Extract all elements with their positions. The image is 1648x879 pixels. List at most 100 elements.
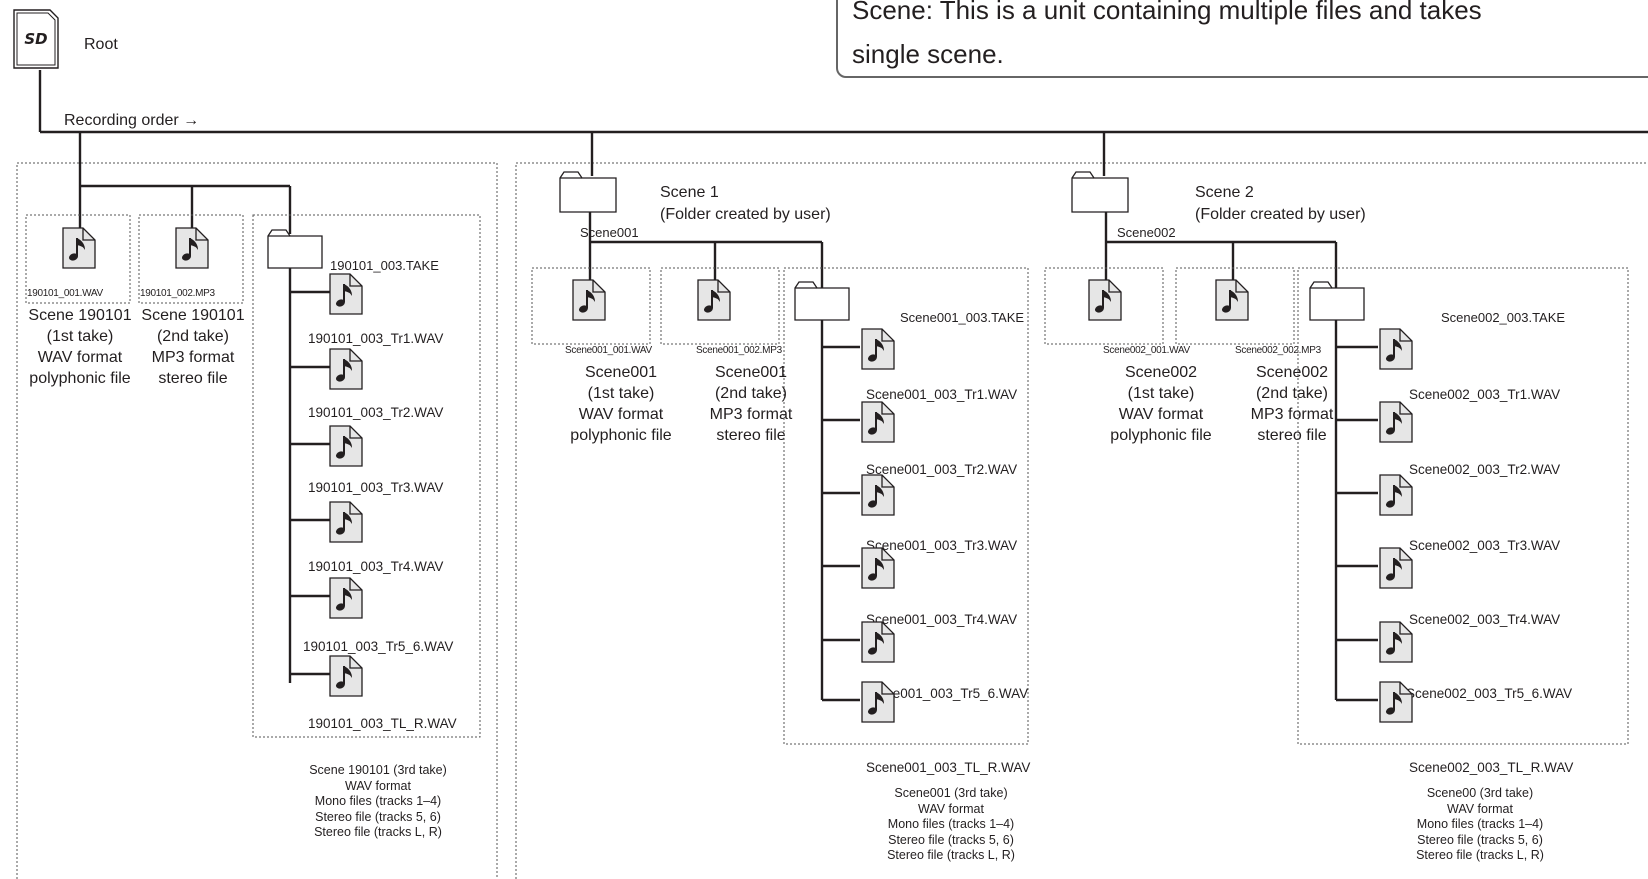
dotted-frame bbox=[515, 162, 1648, 879]
dotted-frame bbox=[25, 214, 131, 304]
track-file-name: Scene002_003_Tr4.WAV bbox=[1409, 612, 1561, 627]
desc-line: stereo file bbox=[158, 370, 228, 387]
dotted-frame bbox=[1175, 267, 1295, 345]
desc-line: MP3 format bbox=[709, 406, 793, 423]
file-name: Scene001_001.WAV bbox=[565, 345, 652, 356]
desc-line: Scene 190101 bbox=[28, 307, 132, 324]
dotted-frame bbox=[660, 267, 780, 345]
music-note-file-icon bbox=[1215, 279, 1249, 321]
folder-icon bbox=[267, 229, 323, 269]
track-file-name: Scene002_003_Tr2.WAV bbox=[1409, 462, 1561, 477]
track-file-name: Scene001_003_Tr1.WAV bbox=[866, 387, 1018, 402]
file-description: Scene002 (1st take) WAV format polyphoni… bbox=[1100, 362, 1222, 446]
music-note-file-icon bbox=[1379, 547, 1413, 589]
track-file-name: Scene002_003_Tr1.WAV bbox=[1409, 387, 1561, 402]
svg-text:SD: SD bbox=[24, 30, 47, 48]
desc-line: (1st take) bbox=[1127, 385, 1195, 402]
callout-line-1: Scene: This is a unit containing multipl… bbox=[852, 0, 1482, 25]
music-note-file-icon bbox=[329, 425, 363, 467]
desc-line: (1st take) bbox=[46, 328, 114, 345]
music-note-file-icon bbox=[697, 279, 731, 321]
folder-icon bbox=[559, 171, 617, 213]
file-name: 190101_002.MP3 bbox=[140, 288, 215, 299]
desc-line: (2nd take) bbox=[1255, 385, 1329, 402]
scene-callout-text: Scene: This is a unit containing multipl… bbox=[852, 0, 1642, 76]
desc-line: Stereo file (tracks 5, 6) bbox=[315, 809, 441, 824]
desc-line: Mono files (tracks 1–4) bbox=[1416, 817, 1544, 831]
take-description: Scene001 (3rd take) WAV format Mono file… bbox=[826, 786, 1076, 864]
music-note-file-icon bbox=[62, 227, 96, 269]
dotted-frame bbox=[1044, 267, 1164, 345]
take-folder-name: Scene002_003.TAKE bbox=[1441, 310, 1566, 325]
desc-line: WAV format bbox=[1118, 406, 1204, 423]
desc-line: stereo file bbox=[1257, 427, 1327, 444]
music-note-file-icon bbox=[329, 273, 363, 315]
desc-line: WAV format bbox=[1447, 801, 1513, 816]
desc-line: Stereo file (tracks 5, 6) bbox=[888, 832, 1014, 847]
desc-line: MP3 format bbox=[1250, 406, 1334, 423]
file-name: Scene002_001.WAV bbox=[1103, 345, 1190, 356]
file-name: 190101_001.WAV bbox=[27, 288, 103, 299]
scene-title: Scene 1 bbox=[660, 184, 719, 201]
desc-line: (1st take) bbox=[587, 385, 655, 402]
desc-line: WAV format bbox=[918, 801, 984, 816]
dotted-frame bbox=[531, 267, 651, 345]
desc-line: polyphonic file bbox=[570, 427, 672, 444]
scene-title: Scene 2 bbox=[1195, 184, 1254, 201]
desc-line: stereo file bbox=[716, 427, 786, 444]
file-name: Scene001_002.MP3 bbox=[696, 345, 782, 356]
music-note-file-icon bbox=[1379, 401, 1413, 443]
music-note-file-icon bbox=[329, 577, 363, 619]
desc-line: Stereo file (tracks 5, 6) bbox=[1417, 832, 1543, 847]
file-description: Scene001 (1st take) WAV format polyphoni… bbox=[560, 362, 682, 446]
folder-icon bbox=[794, 281, 850, 321]
music-note-file-icon bbox=[861, 621, 895, 663]
desc-line: Stereo file (tracks L, R) bbox=[887, 848, 1015, 862]
track-file-name: Scene001_003_Tr4.WAV bbox=[866, 612, 1018, 627]
track-file-name: Scene001_003_TL_R.WAV bbox=[866, 760, 1031, 775]
desc-line: Scene 190101 (3rd take) bbox=[309, 763, 447, 777]
take-folder-name: Scene001_003.TAKE bbox=[900, 310, 1025, 325]
folder-icon bbox=[1309, 281, 1365, 321]
desc-line: Scene001 bbox=[714, 364, 788, 381]
sd-card-icon: SD bbox=[13, 9, 59, 69]
scene-folder-name: Scene001 bbox=[580, 225, 639, 240]
music-note-file-icon bbox=[175, 227, 209, 269]
track-file-name: 190101_003_Tr4.WAV bbox=[308, 559, 444, 574]
desc-line: Scene002 bbox=[1255, 364, 1329, 381]
take-description: Scene00 (3rd take) WAV format Mono files… bbox=[1355, 786, 1605, 864]
dotted-frame bbox=[1297, 267, 1629, 745]
track-file-name: Scene002_003_Tr5_6.WAV bbox=[1406, 686, 1573, 701]
desc-line: (2nd take) bbox=[156, 328, 230, 345]
callout-line-2: single scene. bbox=[852, 39, 1004, 69]
desc-line: WAV format bbox=[37, 349, 123, 366]
track-file-name: 190101_003_TL_R.WAV bbox=[308, 716, 457, 731]
desc-line: Scene 190101 bbox=[141, 307, 245, 324]
file-name: Scene002_002.MP3 bbox=[1235, 345, 1321, 356]
take-folder-name: 190101_003.TAKE bbox=[330, 258, 439, 273]
track-file-name: 190101_003_Tr1.WAV bbox=[308, 331, 444, 346]
music-note-file-icon bbox=[1379, 474, 1413, 516]
track-file-name: Scene002_003_TL_R.WAV bbox=[1409, 760, 1574, 775]
desc-line: WAV format bbox=[578, 406, 664, 423]
track-file-name: 190101_003_Tr2.WAV bbox=[308, 405, 444, 420]
desc-line: Stereo file (tracks L, R) bbox=[314, 825, 442, 839]
track-file-name: Scene002_003_Tr3.WAV bbox=[1409, 538, 1561, 553]
desc-line: MP3 format bbox=[151, 349, 235, 366]
desc-line: Scene002 bbox=[1124, 364, 1198, 381]
file-description: Scene 190101 (2nd take) MP3 format stere… bbox=[133, 305, 253, 389]
folder-icon bbox=[1071, 171, 1129, 213]
dotted-frame bbox=[16, 162, 498, 879]
scene-subtitle: (Folder created by user) bbox=[1195, 206, 1366, 223]
desc-line: Stereo file (tracks L, R) bbox=[1416, 848, 1544, 862]
track-file-name: 190101_003_Tr5_6.WAV bbox=[303, 639, 454, 654]
music-note-file-icon bbox=[1379, 681, 1413, 723]
music-note-file-icon bbox=[861, 401, 895, 443]
music-note-file-icon bbox=[329, 348, 363, 390]
music-note-file-icon bbox=[329, 655, 363, 697]
scene-callout-box bbox=[836, 0, 1648, 78]
dotted-frame bbox=[252, 214, 481, 738]
desc-line: Scene00 (3rd take) bbox=[1426, 786, 1534, 800]
desc-line: Scene001 (3rd take) bbox=[894, 786, 1008, 800]
